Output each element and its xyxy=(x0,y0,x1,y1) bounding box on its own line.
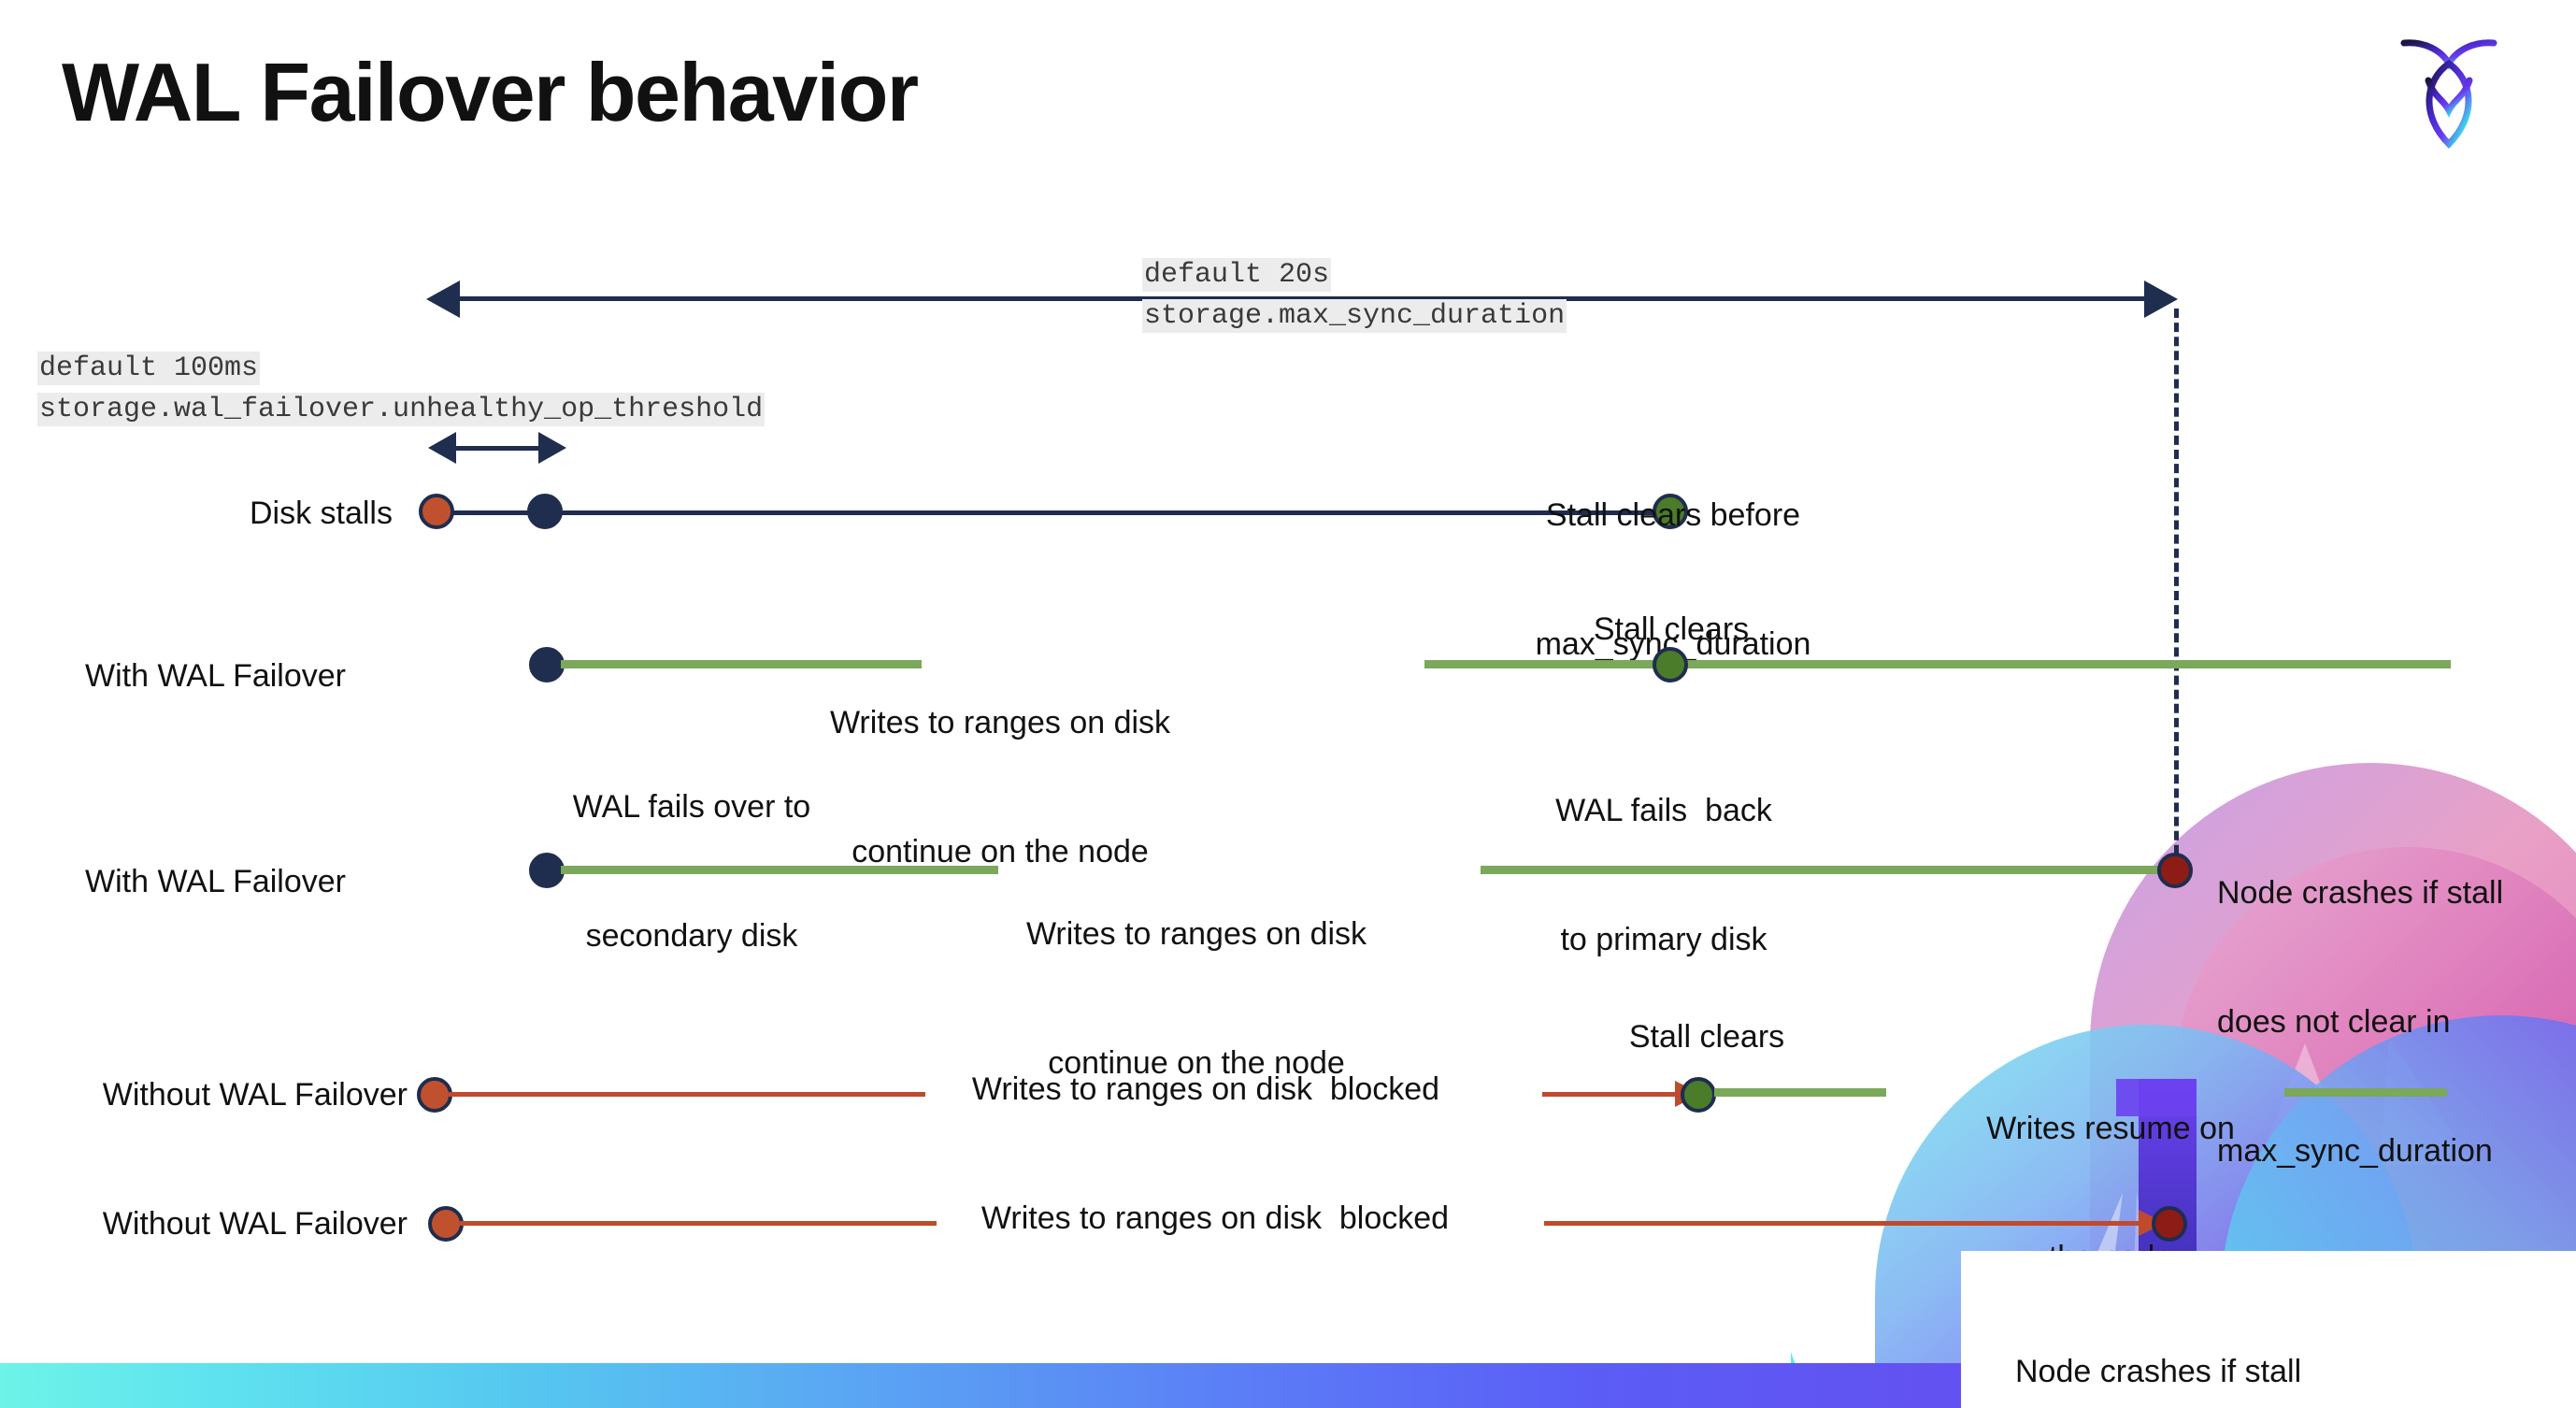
annotation-line-3: max_sync_duration xyxy=(2217,1133,2493,1169)
annotation-writes-continue-row2: Writes to ranges on disk continue on the… xyxy=(738,615,1262,959)
annotation-writes-continue-row3: Writes to ranges on disk continue on the… xyxy=(935,826,1458,1171)
annotation-line-2: continue on the node xyxy=(852,834,1149,869)
stall-start-dot-row4 xyxy=(417,1077,452,1113)
wal-failover-green-line-right-row3 xyxy=(1481,866,2180,874)
max-sync-dashed-dropline xyxy=(2174,309,2179,883)
max-sync-right-arrowhead xyxy=(2144,280,2178,318)
unhealthy-threshold-default-text: default 100ms xyxy=(37,352,261,385)
row-label-without-wal-failover-2: Without WAL Failover xyxy=(102,1206,408,1242)
cockroachdb-logo-icon xyxy=(2393,26,2505,157)
annotation-line-2: continue on the node xyxy=(1048,1045,1345,1081)
unhealthy-threshold-default-label: default 100ms xyxy=(37,348,261,389)
annotation-writes-blocked-row5: Writes to ranges on disk blocked xyxy=(980,1200,1450,1236)
annotation-line-1: WAL fails over to xyxy=(572,789,811,825)
annotation-wal-fails-back: WAL fails back to primary disk xyxy=(1402,703,1925,1047)
node-crash-dot-row3 xyxy=(2157,853,2193,888)
disk-stalls-timeline xyxy=(439,510,1673,515)
wal-failover-start-dot-row2 xyxy=(529,647,565,682)
wal-failover-stall-cleared-dot-row2 xyxy=(1653,647,1688,682)
annotation-line-2: to primary disk xyxy=(1560,922,1767,957)
annotation-node-crashes-row3: Node crashes if stall does not clear in … xyxy=(2217,785,2576,1258)
node-crash-callout-box xyxy=(1961,1251,2576,1408)
disk-stall-detected-dot xyxy=(527,494,563,529)
annotation-line-1: Stall clears before xyxy=(1545,497,1801,533)
row-label-disk-stalls: Disk stalls xyxy=(249,496,393,531)
annotation-stall-clears-row2: Stall clears xyxy=(1593,611,1750,647)
row-label-with-wal-failover-1: With WAL Failover xyxy=(85,658,346,694)
annotation-line-2: secondary disk xyxy=(585,918,798,954)
wal-failover-green-line-left-row2 xyxy=(561,660,922,668)
stall-cleared-dot-row4 xyxy=(1681,1077,1716,1113)
annotation-stall-clears-row4: Stall clears xyxy=(1628,1019,1785,1055)
annotation-line-1: Writes resume on xyxy=(1986,1111,2235,1146)
row-label-without-wal-failover-1: Without WAL Failover xyxy=(102,1077,408,1113)
annotation-line-1: Writes to ranges on disk xyxy=(829,705,1171,740)
page-title: WAL Failover behavior xyxy=(62,46,919,138)
max-sync-default-text: default 20s xyxy=(1142,258,1332,292)
max-sync-default-label: default 20s xyxy=(1142,254,1332,295)
row-label-with-wal-failover-2: With WAL Failover xyxy=(85,864,346,899)
annotation-wal-fails-over: WAL fails over to secondary disk xyxy=(411,699,972,1043)
blocked-line-right-row4 xyxy=(1542,1092,1681,1097)
blocked-line-right-row5 xyxy=(1544,1221,2144,1226)
annotation-line-1: Node crashes if stall xyxy=(2015,1354,2302,1389)
node-crash-dot-row5 xyxy=(2152,1206,2187,1242)
annotation-writes-blocked-row4: Writes to ranges on disk blocked xyxy=(971,1071,1440,1107)
max-sync-setting-text: storage.max_sync_duration xyxy=(1142,299,1567,333)
max-sync-setting-name: storage.max_sync_duration xyxy=(1142,295,1567,337)
annotation-line-1: WAL fails back xyxy=(1555,793,1772,828)
writes-resume-line-far-row4 xyxy=(2284,1088,2447,1097)
wal-failover-green-line-right-row2 xyxy=(1424,660,2451,668)
annotation-stall-clears-before: Stall clears before max_sync_duration xyxy=(1458,408,1888,752)
disk-stall-start-dot xyxy=(419,494,454,529)
annotation-node-crashes-row5: Node crashes if stall does not clear in … xyxy=(2015,1264,2501,1408)
blocked-line-left-row5 xyxy=(460,1221,937,1226)
max-sync-duration-span-line xyxy=(458,296,2146,301)
unhealthy-threshold-setting-text: storage.wal_failover.unhealthy_op_thresh… xyxy=(37,393,766,426)
wal-failover-green-line-left-row3 xyxy=(561,866,998,874)
wal-failover-start-dot-row3 xyxy=(529,853,565,888)
unhealthy-threshold-setting-name: storage.wal_failover.unhealthy_op_thresh… xyxy=(37,389,766,430)
disk-stall-cleared-dot xyxy=(1653,494,1688,529)
annotation-line-1: Writes to ranges on disk xyxy=(1025,916,1367,952)
threshold-span-line xyxy=(454,446,540,451)
stall-start-dot-row5 xyxy=(428,1206,464,1242)
threshold-right-arrowhead xyxy=(538,432,566,464)
annotation-line-1: Node crashes if stall xyxy=(2217,875,2504,911)
max-sync-left-arrowhead xyxy=(426,280,460,318)
annotation-line-2: does not clear in xyxy=(2217,1004,2451,1040)
threshold-left-arrowhead xyxy=(428,432,456,464)
blocked-line-left-row4 xyxy=(449,1092,925,1097)
writes-resume-line-row4 xyxy=(1714,1088,1886,1097)
